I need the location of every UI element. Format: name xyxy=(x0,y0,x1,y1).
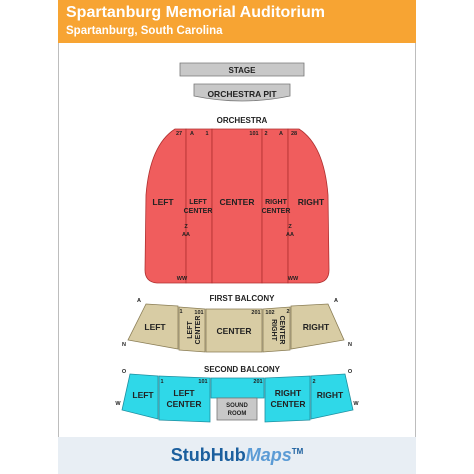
orchestra-right-center-label-1: RIGHT xyxy=(265,199,288,206)
first-balcony-left-center-label-1: LEFT xyxy=(187,321,194,339)
brand-maps: Maps xyxy=(245,445,292,465)
first-balcony-left-label: LEFT xyxy=(144,322,166,332)
first-balcony-left-section[interactable] xyxy=(127,303,179,350)
second-balcony-left-center-label-1: LEFT xyxy=(173,388,195,398)
orchestra-row-aa-left: AA xyxy=(182,232,190,238)
second-balcony-row-w-left: W xyxy=(115,401,121,407)
second-balcony-left-center-label-2: CENTER xyxy=(167,399,202,409)
orchestra-row-a-right: A xyxy=(279,131,283,137)
second-balcony-seat-201: 201 xyxy=(253,379,262,385)
orchestra-seat-28: 28 xyxy=(291,131,297,137)
first-balcony-right-center-label-2: CENTER xyxy=(278,316,285,345)
first-balcony-right-label: RIGHT xyxy=(303,322,330,332)
orchestra-left-center-label-2: CENTER xyxy=(184,208,213,215)
first-balcony-row-a-left: A xyxy=(137,298,141,304)
orchestra-seat-1: 1 xyxy=(205,131,208,137)
second-balcony-seat-1: 1 xyxy=(160,379,163,385)
venue-header: Spartanburg Memorial Auditorium Spartanb… xyxy=(58,0,416,43)
orchestra-seat-27: 27 xyxy=(176,131,182,137)
stage[interactable] xyxy=(179,62,305,77)
sound-room-label-2: ROOM xyxy=(228,411,247,417)
first-balcony-seat-1: 1 xyxy=(179,309,182,315)
first-balcony-seat-101: 101 xyxy=(194,310,203,316)
orchestra-row-z-left: Z xyxy=(184,224,188,230)
orchestra-pit-label: ORCHESTRA PIT xyxy=(207,89,277,99)
orchestra-label: ORCHESTRA xyxy=(217,116,268,125)
orchestra-right-section[interactable] xyxy=(287,128,330,284)
second-balcony-left-section[interactable] xyxy=(121,373,159,420)
orchestra-right-center-section[interactable] xyxy=(261,128,289,284)
second-balcony-seat-2: 2 xyxy=(312,379,315,385)
footer-bar: StubHubMapsTM xyxy=(58,437,416,474)
first-balcony-seat-102: 102 xyxy=(265,310,274,316)
second-balcony-left-label: LEFT xyxy=(132,390,154,400)
orchestra-row-a-left: A xyxy=(190,131,194,137)
second-balcony-center-section[interactable] xyxy=(210,377,265,399)
second-balcony-left-center-section[interactable] xyxy=(158,375,211,423)
second-balcony-label: SECOND BALCONY xyxy=(204,365,281,374)
second-balcony-right-center-label-2: CENTER xyxy=(271,399,306,409)
venue-title: Spartanburg Memorial Auditorium xyxy=(66,4,325,21)
first-balcony-seat-2: 2 xyxy=(286,309,289,315)
stubhub-maps-logo: StubHubMapsTM xyxy=(58,445,416,466)
second-balcony-row-o-right: O xyxy=(348,369,353,375)
orchestra-row-aa-right: AA xyxy=(286,232,294,238)
orchestra-pit[interactable] xyxy=(193,83,291,102)
second-balcony-seat-101: 101 xyxy=(198,379,207,385)
first-balcony-row-n-right: N xyxy=(348,342,352,348)
first-balcony-left-center-label-2: CENTER xyxy=(195,316,202,345)
first-balcony-row-n-left: N xyxy=(122,342,126,348)
stage-label: STAGE xyxy=(229,66,257,75)
second-balcony-right-label: RIGHT xyxy=(317,390,344,400)
first-balcony-center-section[interactable] xyxy=(205,308,263,353)
brand-name: StubHub xyxy=(170,445,246,465)
first-balcony-right-center-label-1: RIGHT xyxy=(270,319,277,342)
orchestra-row-ww-right: WW xyxy=(288,276,299,282)
sound-room xyxy=(216,397,258,421)
orchestra-seat-101: 101 xyxy=(249,131,258,137)
first-balcony-seat-201: 201 xyxy=(251,310,260,316)
first-balcony-label: FIRST BALCONY xyxy=(210,294,276,303)
first-balcony-right-center-section[interactable] xyxy=(262,306,291,353)
orchestra-right-label: RIGHT xyxy=(298,197,325,207)
orchestra-row-z-right: Z xyxy=(288,224,292,230)
second-balcony-right-center-label-1: RIGHT xyxy=(275,388,302,398)
first-balcony-right-section[interactable] xyxy=(290,303,345,350)
orchestra-row-ww-left: WW xyxy=(177,276,188,282)
second-balcony-right-center-section[interactable] xyxy=(264,375,311,423)
orchestra-left-label: LEFT xyxy=(152,197,174,207)
orchestra-center-label: CENTER xyxy=(220,197,255,207)
second-balcony-row-o-left: O xyxy=(122,369,127,375)
second-balcony-right-section[interactable] xyxy=(310,373,354,420)
first-balcony-row-a-right: A xyxy=(334,298,338,304)
second-balcony-row-w-right: W xyxy=(353,401,359,407)
first-balcony-left-center-section[interactable] xyxy=(178,306,206,353)
first-balcony-center-label: CENTER xyxy=(217,326,252,336)
orchestra-left-center-label-1: LEFT xyxy=(189,199,207,206)
orchestra-right-center-label-2: CENTER xyxy=(262,208,291,215)
venue-location: Spartanburg, South Carolina xyxy=(66,25,223,37)
orchestra-left-center-section[interactable] xyxy=(185,128,213,284)
sound-room-label-1: SOUND xyxy=(226,403,248,409)
orchestra-seat-2: 2 xyxy=(264,131,267,137)
orchestra-left-section[interactable] xyxy=(144,128,187,284)
trademark-symbol: TM xyxy=(291,447,304,456)
